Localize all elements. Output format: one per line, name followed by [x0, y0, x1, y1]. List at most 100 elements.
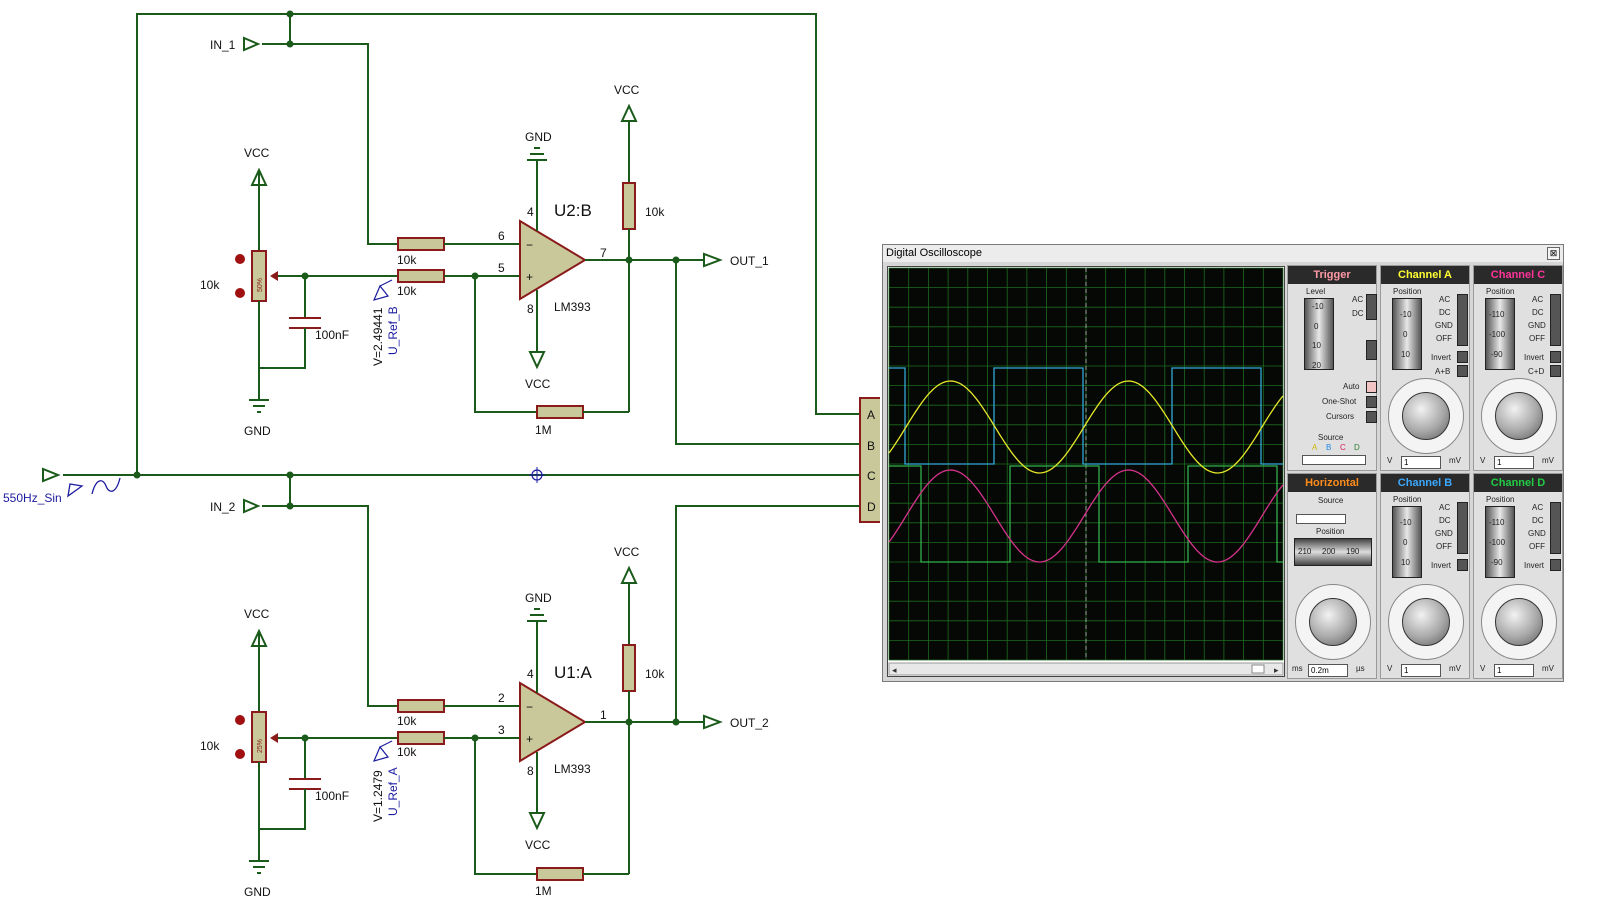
- sine-generator[interactable]: 550Hz_Sin: [3, 467, 121, 505]
- channel-a-section: Channel A Position -10 0 10 AC DC GND OF…: [1380, 265, 1470, 471]
- svg-text:IN_2: IN_2: [210, 500, 236, 514]
- svg-text:B: B: [867, 439, 875, 453]
- channel-a-position-roller[interactable]: [1392, 298, 1422, 370]
- trace-channel-d: [889, 465, 1283, 563]
- channel-a-volts-knob[interactable]: [1402, 392, 1450, 440]
- cursors-checkbox[interactable]: [1366, 411, 1377, 423]
- svg-text:GND: GND: [244, 885, 271, 899]
- top-stage: VCC 50% 10k GND 100nF V=2.49441 U_Ref_B …: [200, 83, 860, 445]
- horizontal-timebase-knob[interactable]: [1309, 598, 1357, 646]
- opamp-u1a[interactable]: [519, 681, 587, 763]
- svg-text:6: 6: [498, 229, 505, 243]
- svg-text:10k: 10k: [200, 278, 220, 292]
- horizontal-position-roller[interactable]: [1294, 538, 1372, 566]
- channel-c-value-field[interactable]: 1: [1494, 456, 1534, 469]
- channel-d-section: Channel D Position -110 -100 -90 AC DC G…: [1473, 473, 1563, 679]
- channel-a-value-field[interactable]: 1: [1401, 456, 1441, 469]
- svg-text:100nF: 100nF: [315, 789, 349, 803]
- channel-b-value-field[interactable]: 1: [1401, 664, 1441, 677]
- channel-d-title: Channel D: [1474, 474, 1562, 492]
- svg-text:10k: 10k: [397, 253, 417, 267]
- channel-c-invert-checkbox[interactable]: [1550, 351, 1561, 363]
- terminal-in1: IN_1: [210, 36, 261, 52]
- trigger-title: Trigger: [1288, 266, 1376, 284]
- bottom-stage: VCC 25% 10k GND 100nF V=1.2479 U_Ref_A 1…: [200, 505, 860, 899]
- svg-text:−: −: [526, 238, 533, 252]
- svg-text:U1:A: U1:A: [554, 663, 592, 682]
- svg-text:1M: 1M: [535, 423, 552, 437]
- trigger-source-slider[interactable]: [1302, 455, 1366, 465]
- svg-text:V=1.2479: V=1.2479: [371, 770, 385, 822]
- trace-channel-b: [889, 367, 1283, 465]
- svg-text:◂: ◂: [892, 665, 897, 675]
- trigger-auto-checkbox[interactable]: [1366, 381, 1377, 393]
- channel-b-section: Channel B Position -10 0 10 AC DC GND OF…: [1380, 473, 1470, 679]
- trigger-coupling-switch[interactable]: [1366, 294, 1377, 320]
- oscilloscope-title: Digital Oscilloscope: [883, 245, 1563, 262]
- channel-b-position-roller[interactable]: [1392, 506, 1422, 578]
- channel-d-value-field[interactable]: 1: [1494, 664, 1534, 677]
- channel-a-invert-checkbox[interactable]: [1457, 351, 1468, 363]
- generator-label: 550Hz_Sin: [3, 491, 62, 505]
- svg-text:LM393: LM393: [554, 762, 591, 776]
- channel-c-title: Channel C: [1474, 266, 1562, 284]
- trigger-oneshot-checkbox[interactable]: [1366, 396, 1377, 408]
- out1-label: OUT_1: [730, 254, 769, 268]
- channel-b-coupling-switch[interactable]: [1457, 502, 1468, 554]
- terminal-in2: IN_2: [210, 498, 261, 514]
- svg-text:VCC: VCC: [525, 838, 551, 852]
- opamp-u2b[interactable]: [519, 219, 587, 301]
- channel-d-coupling-switch[interactable]: [1550, 502, 1561, 554]
- input-bus: [63, 10, 860, 707]
- svg-text:7: 7: [600, 246, 607, 260]
- svg-text:10k: 10k: [397, 745, 417, 759]
- svg-text:▸: ▸: [1274, 665, 1279, 675]
- svg-text:10k: 10k: [645, 667, 665, 681]
- potentiometer-bottom[interactable]: [251, 711, 267, 763]
- channel-a-sum-checkbox[interactable]: [1457, 365, 1468, 377]
- svg-text:VCC: VCC: [614, 545, 640, 559]
- vcc-label: VCC: [244, 146, 270, 160]
- svg-text:VCC: VCC: [244, 607, 270, 621]
- svg-text:GND: GND: [244, 424, 271, 438]
- svg-text:100nF: 100nF: [315, 328, 349, 342]
- channel-c-sum-checkbox[interactable]: [1550, 365, 1561, 377]
- channel-a-coupling-switch[interactable]: [1457, 294, 1468, 346]
- close-icon[interactable]: ⊠: [1547, 247, 1560, 260]
- svg-text:LM393: LM393: [554, 300, 591, 314]
- svg-text:3: 3: [498, 723, 505, 737]
- channel-c-coupling-switch[interactable]: [1550, 294, 1561, 346]
- horizontal-value-field[interactable]: 0.2m: [1308, 664, 1348, 677]
- svg-text:C: C: [867, 469, 876, 483]
- svg-text:2: 2: [498, 691, 505, 705]
- svg-text:10k: 10k: [397, 284, 417, 298]
- scope-scrollbar[interactable]: [888, 662, 1284, 676]
- svg-text:8: 8: [527, 764, 534, 778]
- channel-b-title: Channel B: [1381, 474, 1469, 492]
- svg-text:5: 5: [498, 261, 505, 275]
- trigger-section: Trigger Level -10 0 10 20 AC DC Auto One…: [1287, 265, 1377, 471]
- trace-channel-a: [888, 380, 1284, 474]
- potentiometer-top[interactable]: [251, 250, 267, 302]
- svg-text:GND: GND: [525, 130, 552, 144]
- svg-text:A: A: [867, 408, 875, 422]
- oscilloscope-window: Digital Oscilloscope ⊠ ◂ ▸ Trigger Level…: [882, 244, 1564, 682]
- svg-text:1M: 1M: [535, 884, 552, 898]
- channel-c-volts-knob[interactable]: [1495, 392, 1543, 440]
- trigger-edge-switch[interactable]: [1366, 340, 1377, 360]
- channel-c-position-roller[interactable]: [1485, 298, 1515, 370]
- trigger-level-roller[interactable]: [1304, 298, 1334, 370]
- scope-display: ◂ ▸: [887, 266, 1285, 677]
- channel-d-invert-checkbox[interactable]: [1550, 559, 1561, 571]
- svg-text:10k: 10k: [200, 739, 220, 753]
- svg-text:VCC: VCC: [525, 377, 551, 391]
- channel-d-volts-knob[interactable]: [1495, 598, 1543, 646]
- scope-input-block: A B C D: [859, 397, 880, 523]
- horizontal-source-slider[interactable]: [1296, 514, 1346, 524]
- channel-b-invert-checkbox[interactable]: [1457, 559, 1468, 571]
- channel-d-position-roller[interactable]: [1485, 506, 1515, 578]
- svg-text:GND: GND: [525, 591, 552, 605]
- svg-text:D: D: [867, 500, 876, 514]
- channel-b-volts-knob[interactable]: [1402, 598, 1450, 646]
- svg-text:8: 8: [527, 302, 534, 316]
